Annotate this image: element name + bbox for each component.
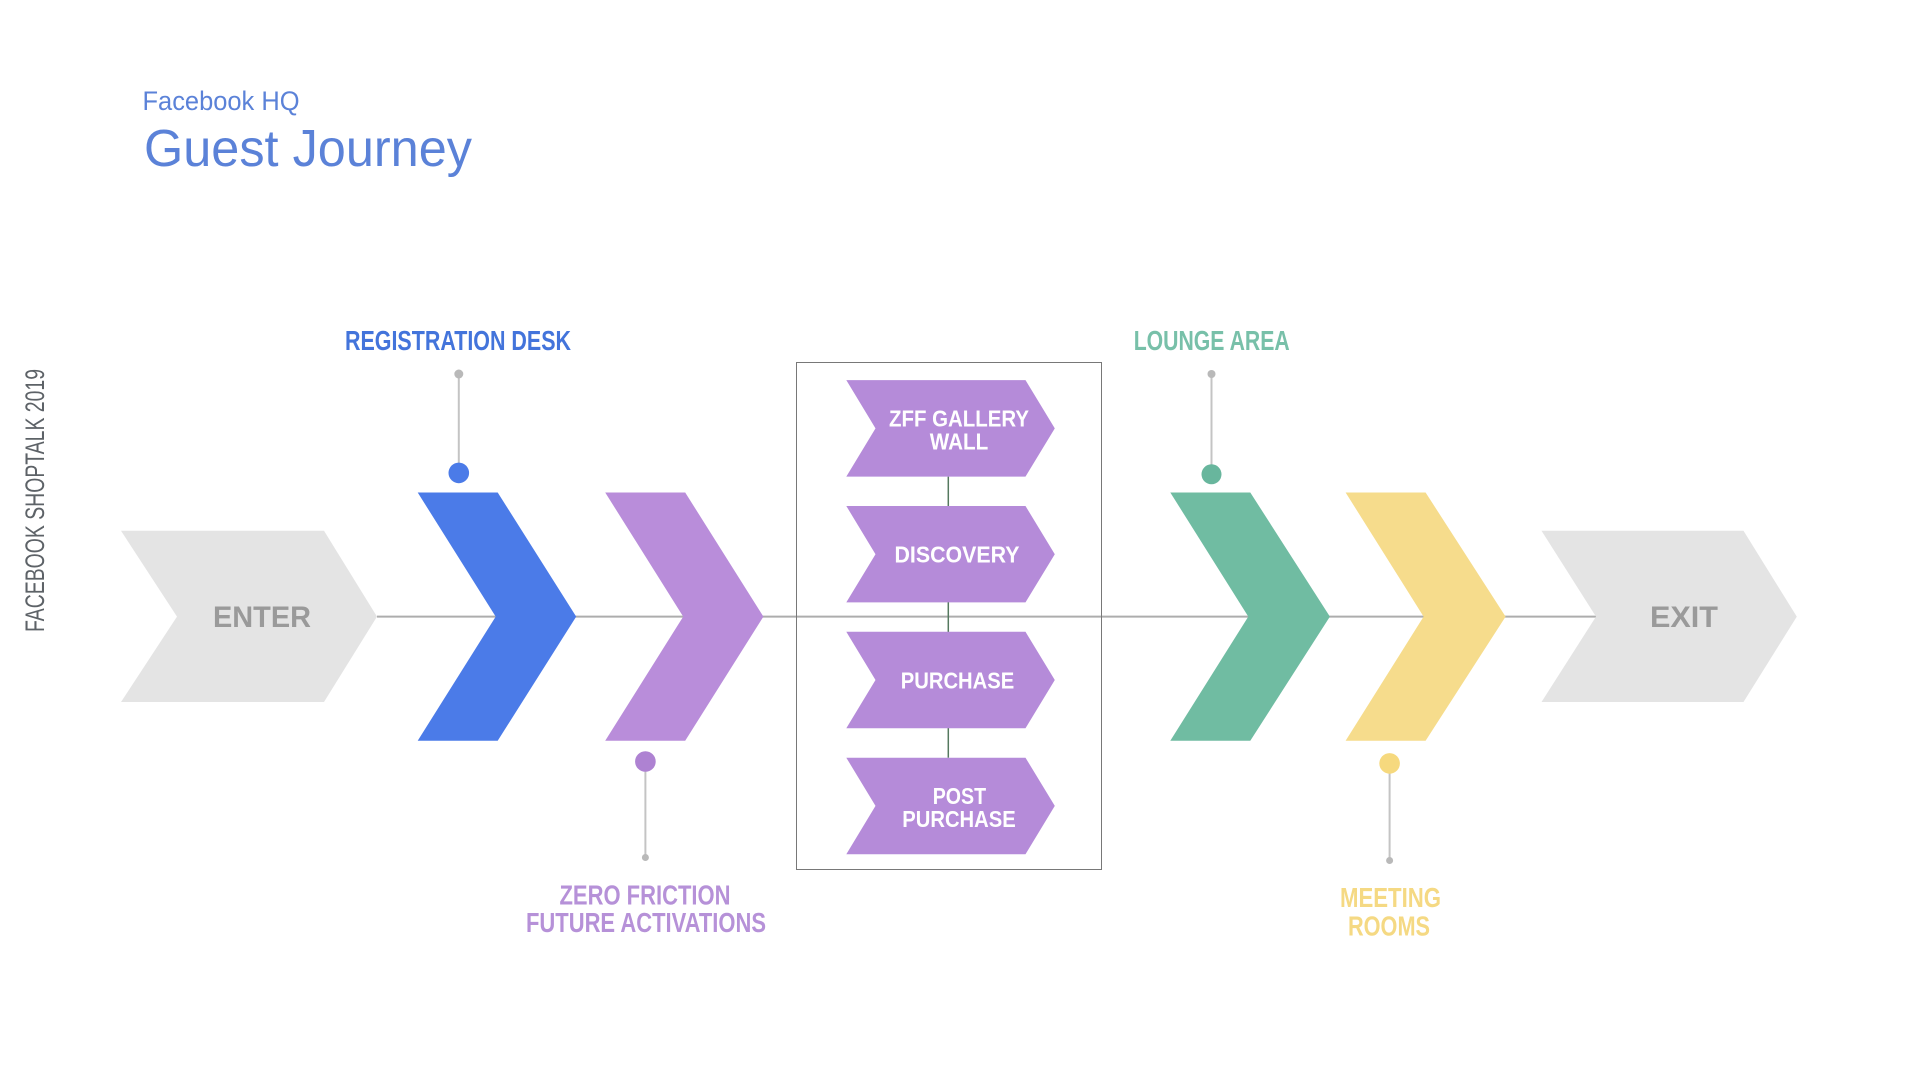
svg-text:REGISTRATION DESK: REGISTRATION DESK bbox=[345, 325, 571, 356]
svg-text:WALL: WALL bbox=[930, 429, 989, 455]
svg-text:LOUNGE AREA: LOUNGE AREA bbox=[1134, 325, 1290, 356]
svg-text:Guest Journey: Guest Journey bbox=[144, 120, 472, 178]
svg-text:Facebook HQ: Facebook HQ bbox=[143, 86, 300, 116]
svg-text:ZFF GALLERY: ZFF GALLERY bbox=[889, 405, 1029, 431]
svg-text:EXIT: EXIT bbox=[1650, 601, 1718, 634]
svg-text:ROOMS: ROOMS bbox=[1348, 911, 1430, 942]
svg-text:PURCHASE: PURCHASE bbox=[901, 667, 1015, 693]
svg-text:ZERO FRICTION: ZERO FRICTION bbox=[560, 879, 731, 910]
svg-text:DISCOVERY: DISCOVERY bbox=[895, 542, 1020, 568]
svg-text:FACEBOOK SHOPTALK 2019: FACEBOOK SHOPTALK 2019 bbox=[20, 369, 50, 632]
svg-text:PURCHASE: PURCHASE bbox=[902, 806, 1016, 832]
svg-text:MEETING: MEETING bbox=[1340, 882, 1441, 913]
svg-text:POST: POST bbox=[933, 783, 986, 809]
svg-text:ENTER: ENTER bbox=[213, 601, 311, 634]
svg-text:FUTURE ACTIVATIONS: FUTURE ACTIVATIONS bbox=[526, 907, 766, 938]
